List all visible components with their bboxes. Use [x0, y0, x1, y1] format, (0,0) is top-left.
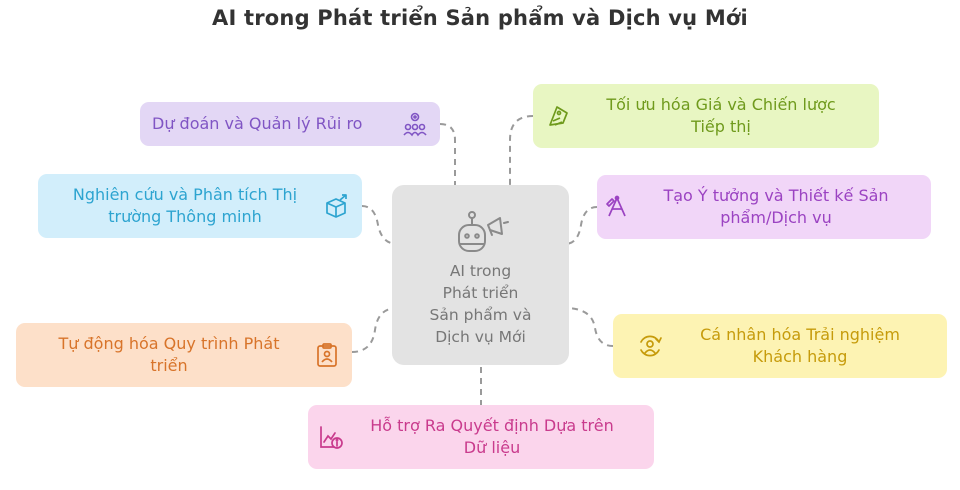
node-risk-prediction: Dự đoán và Quản lý Rủi ro: [140, 102, 440, 146]
chart-info-icon: [320, 426, 343, 449]
clipboard-person-icon: [317, 343, 337, 367]
connector-automation: [351, 307, 398, 353]
price-tag-icon: [549, 106, 568, 126]
center-topic-node: AI trong Phát triển Sản phẩm và Dịch vụ …: [392, 185, 569, 365]
center-topic-label: AI trong Phát triển Sản phẩm và Dịch vụ …: [429, 262, 532, 346]
user-cycle-icon: [640, 335, 662, 357]
gears-people-icon: [403, 112, 427, 137]
connector-pricing: [509, 115, 534, 185]
robot-megaphone-icon: [458, 211, 509, 252]
node-risk-label: Dự đoán và Quản lý Rủi ro: [152, 114, 363, 133]
connector-risk: [439, 123, 456, 185]
design-tools-icon: [606, 195, 626, 217]
connector-personal: [564, 307, 614, 347]
connector-market: [361, 205, 398, 245]
diagram-title: AI trong Phát triển Sản phẩm và Dịch vụ …: [212, 6, 748, 30]
connector-ideation: [564, 206, 598, 245]
box-arrow-icon: [326, 194, 347, 218]
